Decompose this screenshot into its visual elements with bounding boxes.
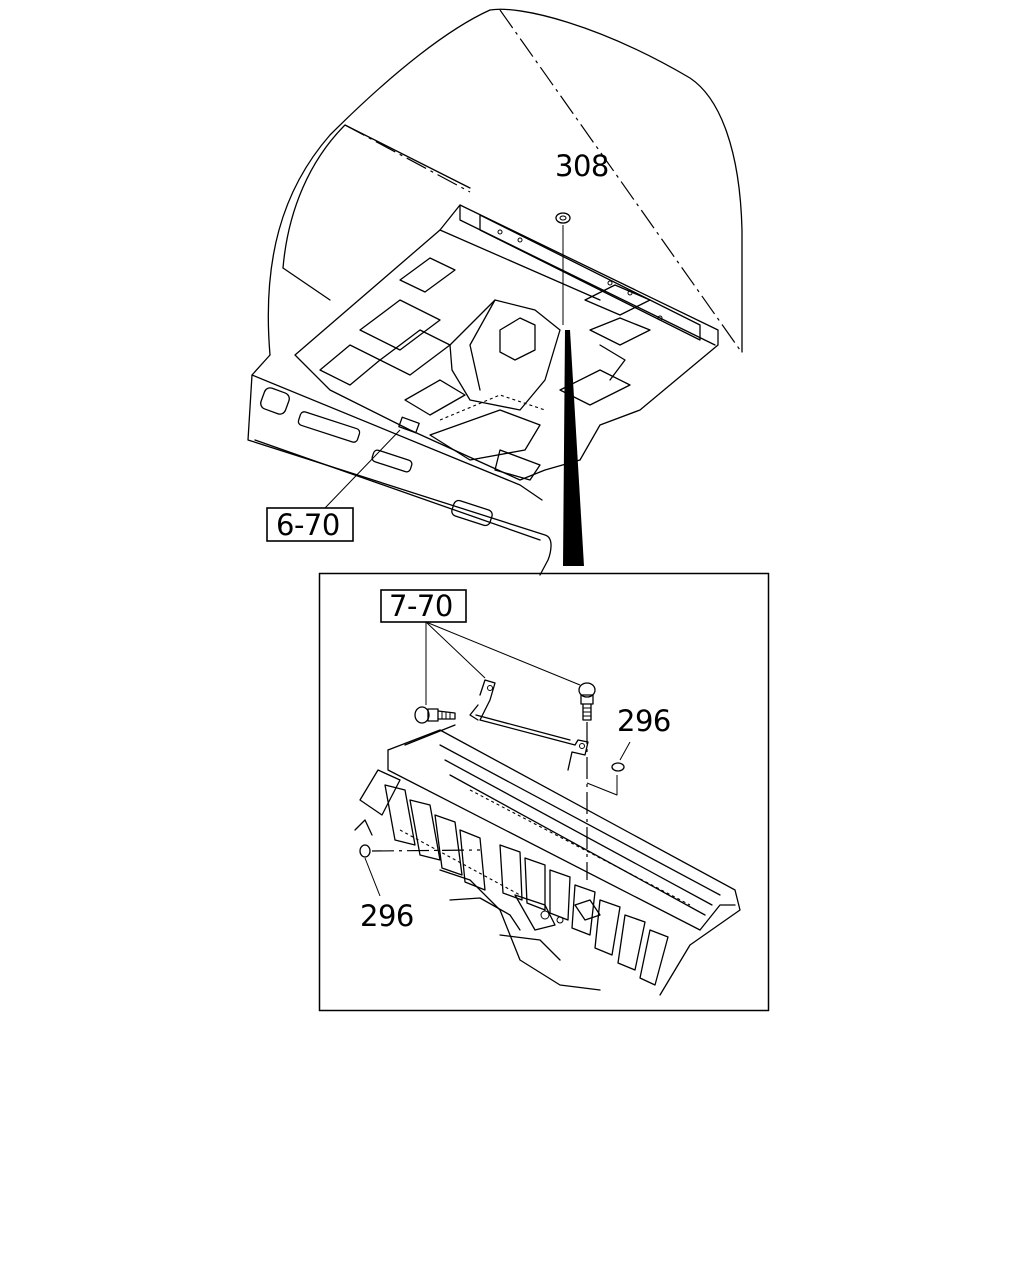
ref-box-6-70: [266, 507, 354, 542]
callout-7-70: 7-70: [380, 589, 467, 623]
nut-308: [555, 212, 571, 325]
callout-296-right: 296: [586, 704, 671, 796]
bracket-assembly: [414, 621, 596, 880]
callout-296-left: 296: [359, 844, 481, 933]
part-number-308: 308: [555, 149, 609, 183]
detail-frame: [318, 572, 770, 1012]
callout-6-70: 6-70: [266, 429, 401, 542]
cab-body-drawing: [247, 8, 743, 576]
part-number-296-left: 296: [360, 899, 414, 933]
part-number-296-right: 296: [617, 704, 671, 738]
grommet-left: [359, 844, 371, 858]
bolt-right: [578, 682, 596, 721]
ref-number-6-70: 6-70: [276, 508, 340, 542]
ref-box-7-70: [380, 589, 467, 623]
detail-panel-drawing: [354, 724, 741, 996]
callout-308: 308: [555, 149, 609, 183]
grommet-right: [611, 762, 625, 772]
bolt-left: [414, 706, 456, 724]
detail-pointer: [563, 330, 584, 566]
ref-number-7-70: 7-70: [389, 589, 453, 623]
